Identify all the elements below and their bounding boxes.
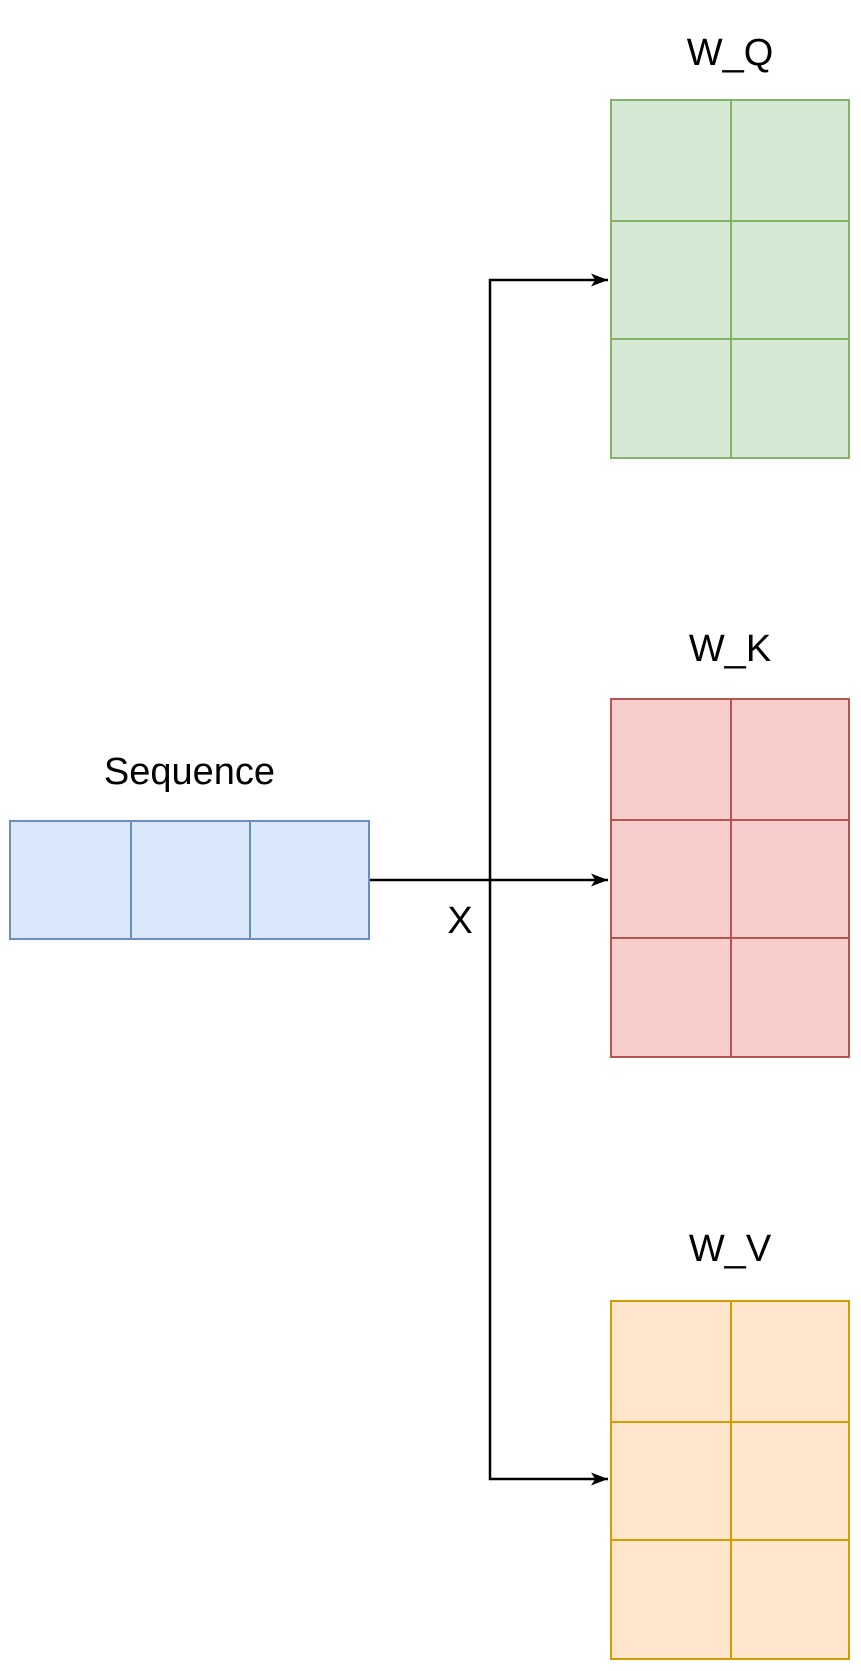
matrix-cell (11, 822, 130, 938)
matrix-cell (612, 937, 730, 1056)
arrow-sequence-to-wq (488, 273, 608, 880)
matrix-cell (730, 937, 848, 1056)
matrix-cell (612, 1539, 730, 1658)
matrix-cell (612, 338, 730, 457)
wk-matrix (610, 698, 850, 1058)
wq-matrix (610, 99, 850, 459)
wv-label: W_V (688, 1228, 772, 1270)
edge-label-x: X (447, 900, 473, 942)
wq-label: W_Q (686, 32, 774, 74)
wk-label: W_K (688, 628, 772, 670)
arrow-sequence-to-wv (488, 880, 608, 1486)
matrix-cell (612, 1420, 730, 1540)
matrix-cell (612, 700, 730, 819)
matrix-cell (730, 219, 848, 339)
matrix-cell (730, 101, 848, 220)
matrix-cell (730, 1420, 848, 1540)
matrix-cell (730, 700, 848, 819)
matrix-cell (612, 1302, 730, 1421)
matrix-cell (730, 338, 848, 457)
sequence-label: Sequence (103, 751, 276, 793)
matrix-cell (612, 818, 730, 938)
matrix-cell (612, 101, 730, 220)
matrix-cell (130, 822, 249, 938)
matrix-cell (612, 219, 730, 339)
sequence-matrix (9, 820, 370, 940)
matrix-cell (730, 818, 848, 938)
wv-matrix (610, 1300, 850, 1660)
matrix-cell (730, 1539, 848, 1658)
matrix-cell (730, 1302, 848, 1421)
matrix-cell (249, 822, 368, 938)
